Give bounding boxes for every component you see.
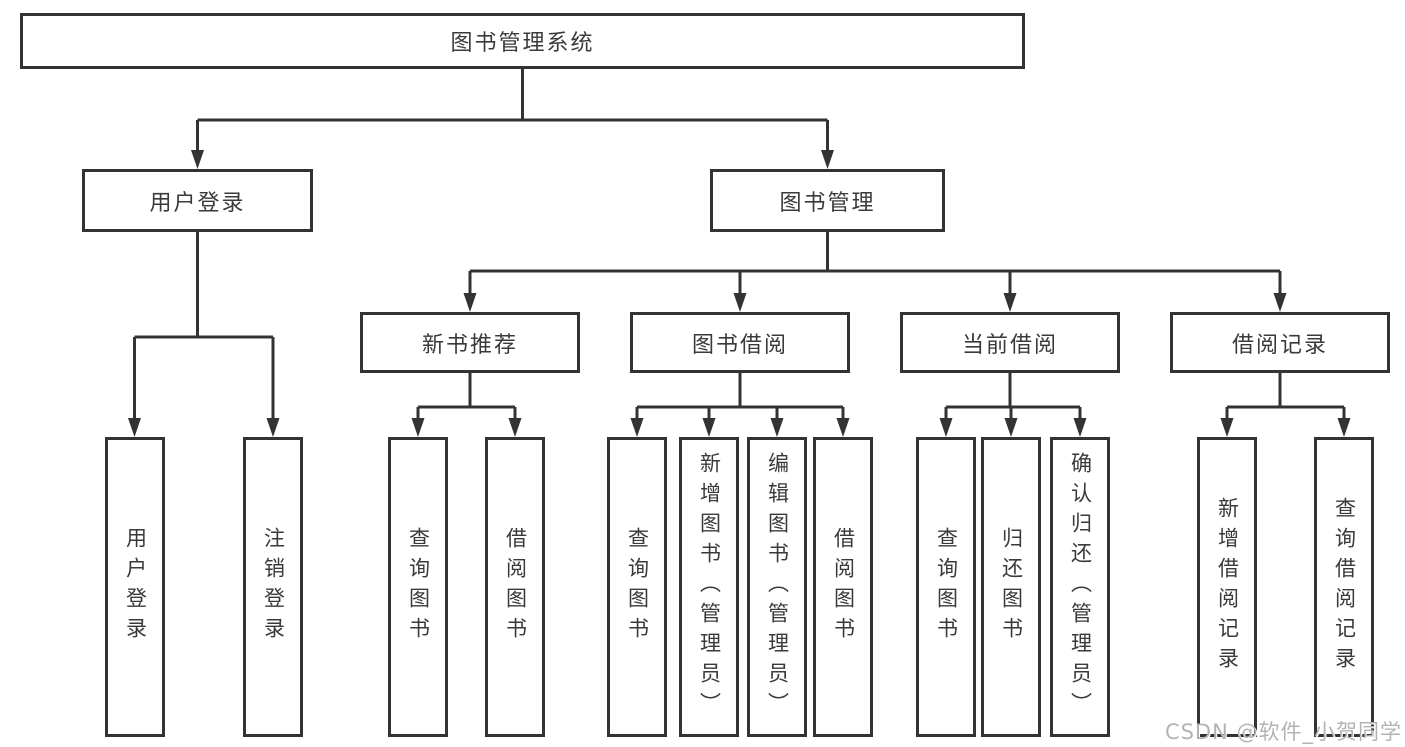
node-borrow-records-label: 借阅记录	[1231, 332, 1328, 358]
edge-records-children	[1220, 373, 1351, 437]
leaf-add-borrow-record: 新增借阅记录	[1197, 437, 1257, 737]
edge-book-mgmt-children	[463, 232, 1287, 312]
leaf-query-book-1-label: 查询图书	[406, 527, 431, 647]
arrowhead	[191, 150, 204, 169]
leaf-edit-book-admin: 编辑图书（管理员）	[747, 437, 807, 737]
arrowhead	[1220, 418, 1234, 437]
leaf-edit-book-admin-label: 编辑图书（管理员）	[765, 452, 790, 722]
arrowhead	[821, 150, 834, 169]
node-book-management: 图书管理	[710, 169, 945, 232]
edge-recommend-children	[411, 373, 522, 437]
arrowhead	[1004, 418, 1018, 437]
leaf-confirm-return-admin-label: 确认归还（管理员）	[1068, 452, 1093, 722]
arrowhead	[463, 293, 477, 312]
csdn-watermark: CSDN @软件_小贺同学	[1164, 720, 1402, 744]
leaf-add-book-admin: 新增图书（管理员）	[679, 437, 739, 737]
edge-root-to-level2	[191, 69, 834, 169]
leaf-query-borrow-record-label: 查询借阅记录	[1332, 497, 1357, 677]
arrowhead	[733, 293, 747, 312]
leaf-query-book-3-label: 查询图书	[934, 527, 959, 647]
node-current-borrow: 当前借阅	[900, 312, 1120, 373]
node-root: 图书管理系统	[20, 13, 1025, 69]
leaf-user-login-label: 用户登录	[123, 527, 148, 647]
leaf-borrow-book-2-label: 借阅图书	[831, 527, 856, 647]
arrowhead	[266, 418, 280, 437]
arrowhead	[411, 418, 425, 437]
leaf-user-login: 用户登录	[105, 437, 165, 737]
leaf-query-book-2: 查询图书	[607, 437, 667, 737]
leaf-query-book-1: 查询图书	[388, 437, 448, 737]
leaf-return-book-label: 归还图书	[999, 527, 1024, 647]
node-current-borrow-label: 当前借阅	[961, 332, 1058, 358]
leaf-add-book-admin-label: 新增图书（管理员）	[697, 452, 722, 722]
node-book-management-label: 图书管理	[779, 190, 876, 216]
arrowhead	[1003, 293, 1017, 312]
node-book-borrow-label: 图书借阅	[691, 332, 788, 358]
leaf-logout-label: 注销登录	[261, 527, 286, 647]
arrowhead	[508, 418, 522, 437]
edge-current-children	[939, 373, 1087, 437]
node-user-login-label: 用户登录	[149, 190, 246, 216]
arrowhead	[939, 418, 953, 437]
node-borrow-records: 借阅记录	[1170, 312, 1390, 373]
node-new-book-recommend-label: 新书推荐	[421, 332, 518, 358]
leaf-borrow-book-2: 借阅图书	[813, 437, 873, 737]
edge-borrow-children	[630, 373, 850, 437]
arrowhead	[1273, 293, 1287, 312]
arrowhead	[836, 418, 850, 437]
leaf-query-borrow-record: 查询借阅记录	[1314, 437, 1374, 737]
arrowhead	[770, 418, 784, 437]
arrowhead	[1073, 418, 1087, 437]
arrowhead	[128, 418, 141, 437]
node-user-login: 用户登录	[82, 169, 313, 232]
leaf-borrow-book-1-label: 借阅图书	[503, 527, 528, 647]
leaf-return-book: 归还图书	[981, 437, 1041, 737]
leaf-query-book-2-label: 查询图书	[625, 527, 650, 647]
arrowhead	[702, 418, 716, 437]
leaf-confirm-return-admin: 确认归还（管理员）	[1050, 437, 1110, 737]
edge-user-login-children	[128, 232, 280, 437]
node-book-borrow: 图书借阅	[630, 312, 850, 373]
arrowhead	[1337, 418, 1351, 437]
leaf-query-book-3: 查询图书	[916, 437, 976, 737]
leaf-add-borrow-record-label: 新增借阅记录	[1215, 497, 1240, 677]
node-root-label: 图书管理系统	[450, 31, 595, 56]
node-new-book-recommend: 新书推荐	[360, 312, 580, 373]
leaf-logout: 注销登录	[243, 437, 303, 737]
arrowhead	[630, 418, 644, 437]
leaf-borrow-book-1: 借阅图书	[485, 437, 545, 737]
